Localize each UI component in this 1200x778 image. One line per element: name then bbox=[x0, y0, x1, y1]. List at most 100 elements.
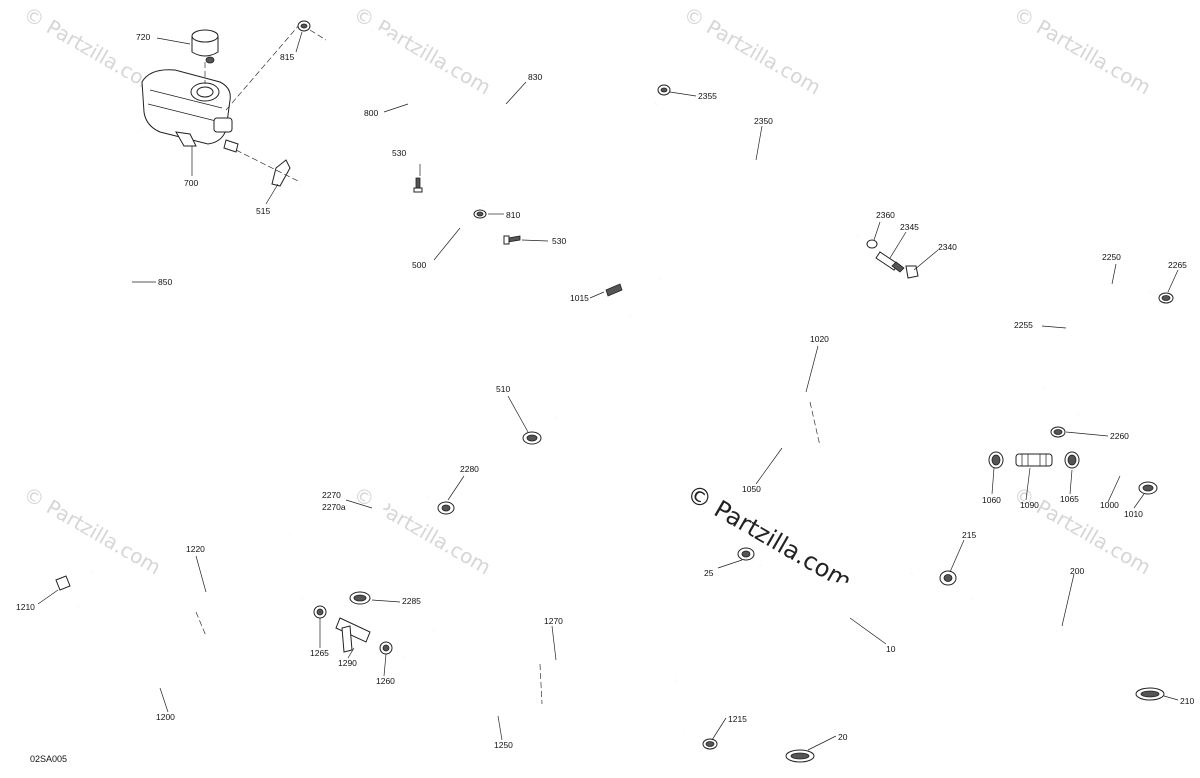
hose-2250[interactable] bbox=[1075, 281, 1153, 420]
tee-fitting-1290[interactable] bbox=[335, 617, 371, 653]
callout-1220: 1220 bbox=[186, 544, 205, 554]
reservoir-to-hose-500-line bbox=[235, 149, 301, 183]
hose-500[interactable] bbox=[298, 180, 580, 423]
callout-215: 215 bbox=[962, 530, 976, 540]
clamp-1265[interactable] bbox=[313, 605, 327, 619]
callout-2345: 2345 bbox=[900, 222, 919, 232]
callout-1060: 1060 bbox=[982, 495, 1001, 505]
clamp-2280[interactable] bbox=[437, 501, 455, 515]
callout-1290: 1290 bbox=[338, 658, 357, 668]
callout-labels: 720 815 830 800 700 530 515 810 530 500 … bbox=[16, 32, 1194, 750]
hose-1250[interactable] bbox=[400, 653, 686, 736]
callout-815: 815 bbox=[280, 52, 294, 62]
fitting-1015[interactable] bbox=[605, 283, 623, 297]
callout-500: 500 bbox=[412, 260, 426, 270]
callout-1260: 1260 bbox=[376, 676, 395, 686]
clamp-25[interactable] bbox=[737, 547, 755, 561]
clamp-1215[interactable] bbox=[702, 738, 718, 750]
callout-210: 210 bbox=[1180, 696, 1194, 706]
coolant-reservoir-700[interactable] bbox=[141, 69, 239, 153]
callout-1215: 1215 bbox=[728, 714, 747, 724]
callout-1000: 1000 bbox=[1100, 500, 1119, 510]
diagram-reference-code: 02SA005 bbox=[30, 754, 67, 764]
clamp-20[interactable] bbox=[785, 749, 815, 763]
clamp-2260[interactable] bbox=[1050, 426, 1066, 438]
fitting-2345[interactable] bbox=[875, 251, 905, 273]
hose-800[interactable] bbox=[324, 37, 479, 160]
hose-1200[interactable] bbox=[71, 580, 306, 695]
callout-2285: 2285 bbox=[402, 596, 421, 606]
watermark-top-right: © Partzilla.com bbox=[680, 2, 826, 100]
hose-830[interactable] bbox=[369, 26, 541, 177]
callout-1010: 1010 bbox=[1124, 509, 1143, 519]
hose-1020-1050-center-line bbox=[809, 401, 821, 447]
callout-830: 830 bbox=[528, 72, 542, 82]
clamp-2360[interactable] bbox=[866, 239, 878, 249]
watermark-bottom-left: © Partzilla.com bbox=[20, 482, 166, 580]
callout-2360: 2360 bbox=[876, 210, 895, 220]
clamp-810[interactable] bbox=[473, 209, 487, 219]
callout-1065: 1065 bbox=[1060, 494, 1079, 504]
clamp-510[interactable] bbox=[522, 431, 542, 445]
hose-1220[interactable] bbox=[85, 526, 293, 621]
hose-800-lower[interactable] bbox=[481, 129, 503, 206]
callout-1265: 1265 bbox=[310, 648, 329, 658]
hose-10[interactable] bbox=[756, 558, 916, 741]
callout-1020: 1020 bbox=[810, 334, 829, 344]
callout-2270: 2270 bbox=[322, 490, 341, 500]
clamp-210[interactable] bbox=[1135, 687, 1165, 701]
callout-720: 720 bbox=[136, 32, 150, 42]
watermark-top-far-right: © Partzilla.com bbox=[1010, 2, 1156, 100]
callout-2280: 2280 bbox=[460, 464, 479, 474]
callout-1090: 1090 bbox=[1020, 500, 1039, 510]
clamp-815-to-hose-800-line bbox=[309, 29, 327, 41]
hose-2255[interactable] bbox=[1041, 284, 1077, 394]
clamp-2285[interactable] bbox=[349, 591, 371, 605]
callout-200: 200 bbox=[1070, 566, 1084, 576]
clamp-1065[interactable] bbox=[1064, 451, 1080, 469]
callout-1270: 1270 bbox=[544, 616, 563, 626]
callout-850: 850 bbox=[158, 277, 172, 287]
overflow-hose-850[interactable] bbox=[116, 127, 143, 321]
connector-1090[interactable] bbox=[1015, 453, 1053, 467]
clamp-1010[interactable] bbox=[1138, 481, 1158, 495]
clamp-2265[interactable] bbox=[1158, 292, 1174, 304]
callout-2340: 2340 bbox=[938, 242, 957, 252]
screw-530-upper[interactable] bbox=[413, 177, 423, 193]
hose-1200-1220-center-line bbox=[195, 611, 207, 637]
hose-1020[interactable] bbox=[652, 275, 975, 417]
callout-1200: 1200 bbox=[156, 712, 175, 722]
callout-1015: 1015 bbox=[570, 293, 589, 303]
hose-200[interactable] bbox=[969, 590, 1161, 670]
clamp-1260[interactable] bbox=[379, 641, 393, 655]
hose-1270[interactable] bbox=[428, 627, 679, 686]
callout-2350: 2350 bbox=[754, 116, 773, 126]
reservoir-cap-720[interactable] bbox=[191, 29, 219, 64]
reservoir-to-clamp-815-line bbox=[225, 23, 301, 111]
hose-1050[interactable] bbox=[623, 312, 969, 466]
callout-700: 700 bbox=[184, 178, 198, 188]
callout-2255: 2255 bbox=[1014, 320, 1033, 330]
hose-1000[interactable] bbox=[1086, 453, 1139, 483]
callout-25: 25 bbox=[704, 568, 714, 578]
callout-2260: 2260 bbox=[1110, 431, 1129, 441]
callout-530-lower: 530 bbox=[552, 236, 566, 246]
callout-1050: 1050 bbox=[742, 484, 761, 494]
clamp-1060[interactable] bbox=[988, 451, 1004, 469]
callout-515: 515 bbox=[256, 206, 270, 216]
plug-1210[interactable] bbox=[55, 575, 71, 591]
leader-lines bbox=[37, 31, 1179, 751]
callout-800: 800 bbox=[364, 108, 378, 118]
hose-2270[interactable] bbox=[351, 483, 432, 583]
screw-530-lower[interactable] bbox=[503, 235, 521, 245]
hose-1250-1270-center-line bbox=[539, 663, 543, 705]
clamp-815[interactable] bbox=[297, 20, 311, 32]
callout-1250: 1250 bbox=[494, 740, 513, 750]
watermark-bottom-far-right: © Partzilla.com bbox=[1010, 482, 1156, 580]
clamp-215[interactable] bbox=[939, 570, 957, 586]
callout-10: 10 bbox=[886, 644, 896, 654]
clamp-2355[interactable] bbox=[657, 84, 671, 96]
fitting-515[interactable] bbox=[271, 159, 291, 187]
hose-2350[interactable] bbox=[644, 102, 860, 238]
